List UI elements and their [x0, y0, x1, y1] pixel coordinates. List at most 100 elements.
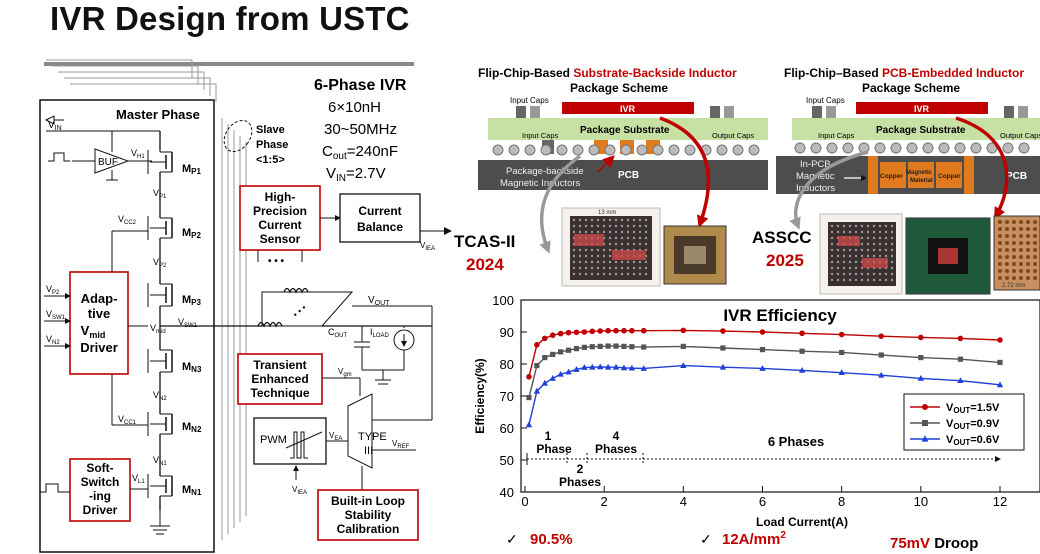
svg-text:Stability: Stability	[345, 508, 392, 522]
svg-text:VIN=2.7V: VIN=2.7V	[326, 165, 386, 184]
data-point	[565, 347, 572, 353]
legend-item: VOUT=0.6V	[910, 434, 1000, 447]
transient-enhanced-technique: Transient Enhanced Technique Vgm	[237, 353, 361, 405]
y-tick-label: 90	[500, 325, 514, 340]
svg-text:2: 2	[577, 462, 584, 476]
svg-text:13 mm: 13 mm	[598, 210, 616, 216]
data-point	[917, 375, 925, 381]
svg-text:Inductors: Inductors	[796, 183, 835, 194]
svg-text:• • •: • • •	[268, 256, 285, 267]
x-tick-label: 10	[914, 494, 928, 509]
svg-text:Phase: Phase	[256, 139, 288, 151]
data-point	[799, 330, 805, 337]
svg-text:VL1: VL1	[132, 473, 145, 485]
data-point	[629, 327, 635, 334]
data-point	[799, 348, 805, 354]
data-point	[550, 351, 556, 357]
svg-text:Vgm: Vgm	[338, 367, 352, 378]
svg-text:IVR: IVR	[914, 104, 930, 114]
data-point	[597, 343, 603, 349]
ivr-spec-title: 6-Phase IVR	[314, 77, 407, 94]
svg-text:2.72 mm: 2.72 mm	[1002, 283, 1025, 289]
svg-text:Package Scheme: Package Scheme	[570, 81, 668, 95]
svg-text:4: 4	[613, 429, 620, 443]
data-point	[957, 356, 964, 362]
right-venue: ASSCC	[752, 228, 812, 247]
data-point	[620, 364, 628, 371]
svg-text:Phase: Phase	[536, 442, 572, 456]
svg-text:Input Caps: Input Caps	[510, 96, 549, 105]
left-die-photo: 13 mm	[561, 207, 661, 287]
svg-text:Package Scheme: Package Scheme	[862, 81, 960, 95]
data-point	[839, 349, 845, 356]
svg-text:VSW1: VSW1	[46, 309, 66, 321]
data-point	[581, 364, 588, 370]
mp3-label: MP3	[182, 294, 202, 307]
svg-text:Copper: Copper	[938, 173, 961, 180]
data-point	[641, 344, 647, 350]
right-year: 2025	[766, 251, 804, 270]
data-point	[549, 375, 556, 381]
data-point	[798, 367, 806, 373]
data-point	[621, 327, 627, 334]
mp1-label: MP1	[182, 163, 202, 176]
data-point	[640, 365, 647, 371]
data-point	[759, 365, 766, 371]
svg-text:VCC1: VCC1	[118, 414, 137, 426]
data-point	[918, 355, 924, 361]
data-point	[581, 344, 587, 350]
data-point	[565, 368, 572, 375]
transistor-mn3	[147, 349, 173, 373]
data-point	[612, 363, 620, 370]
data-point	[533, 387, 541, 394]
svg-text:Current: Current	[358, 204, 401, 218]
svg-text:Vmid: Vmid	[150, 323, 166, 335]
legend-label: VOUT=1.5V	[946, 402, 1000, 415]
svg-text:IVR: IVR	[620, 104, 636, 114]
right-package-cross-section: Input Caps IVR Package Substrate Input C…	[776, 96, 1040, 194]
transistor-mp2	[147, 216, 173, 240]
svg-text:Transient: Transient	[253, 358, 306, 372]
svg-text:VP1: VP1	[153, 188, 167, 200]
svg-text:Adap-: Adap-	[81, 291, 118, 306]
svg-text:VIN: VIN	[48, 120, 62, 132]
data-point	[541, 335, 548, 342]
data-point	[573, 346, 580, 352]
data-point	[680, 327, 687, 334]
data-point	[613, 327, 619, 334]
right-die-photo	[819, 213, 903, 295]
svg-text:VP2: VP2	[46, 284, 60, 296]
y-tick-label: 60	[500, 421, 514, 436]
svg-text:Phases: Phases	[559, 475, 601, 489]
svg-text:ILOAD: ILOAD	[370, 327, 390, 339]
svg-text:TYPE: TYPE	[358, 431, 387, 443]
svg-text:VREF: VREF	[392, 439, 410, 450]
svg-text:<1:5>: <1:5>	[256, 154, 285, 166]
transistor-mn1	[147, 474, 173, 498]
data-point	[720, 345, 726, 351]
svg-text:Technique: Technique	[250, 386, 309, 400]
svg-text:Balance: Balance	[357, 220, 403, 234]
highlights: ✓ 90.5% ✓ 12A/mm2 75mV Droop	[506, 530, 978, 552]
data-point	[573, 366, 580, 372]
current-balance-block: Current Balance VIEA	[339, 193, 452, 252]
mn3-label: MN3	[182, 361, 202, 374]
ivr-specs: 6-Phase IVR 6×10nH 30~50MHz Cout=240nF V…	[314, 77, 407, 184]
y-tick-label: 100	[492, 293, 514, 308]
data-point	[613, 343, 619, 349]
data-point	[838, 369, 845, 376]
right-gray-arrow	[789, 150, 869, 230]
data-point	[542, 355, 548, 361]
chart-title: IVR Efficiency	[723, 306, 837, 325]
svg-text:VEA: VEA	[329, 431, 342, 442]
pwm-block: PWM VIEA	[253, 417, 327, 496]
transistor-mp3	[147, 283, 173, 307]
left-package-title: Flip-Chip-Based Substrate-Backside Induc…	[478, 66, 737, 80]
peak-efficiency-value: 90.5%	[530, 531, 573, 548]
soft-switching-driver: Soft- Switch -ing Driver	[40, 458, 148, 522]
data-point	[997, 359, 1003, 365]
mn1-label: MN1	[182, 484, 202, 497]
